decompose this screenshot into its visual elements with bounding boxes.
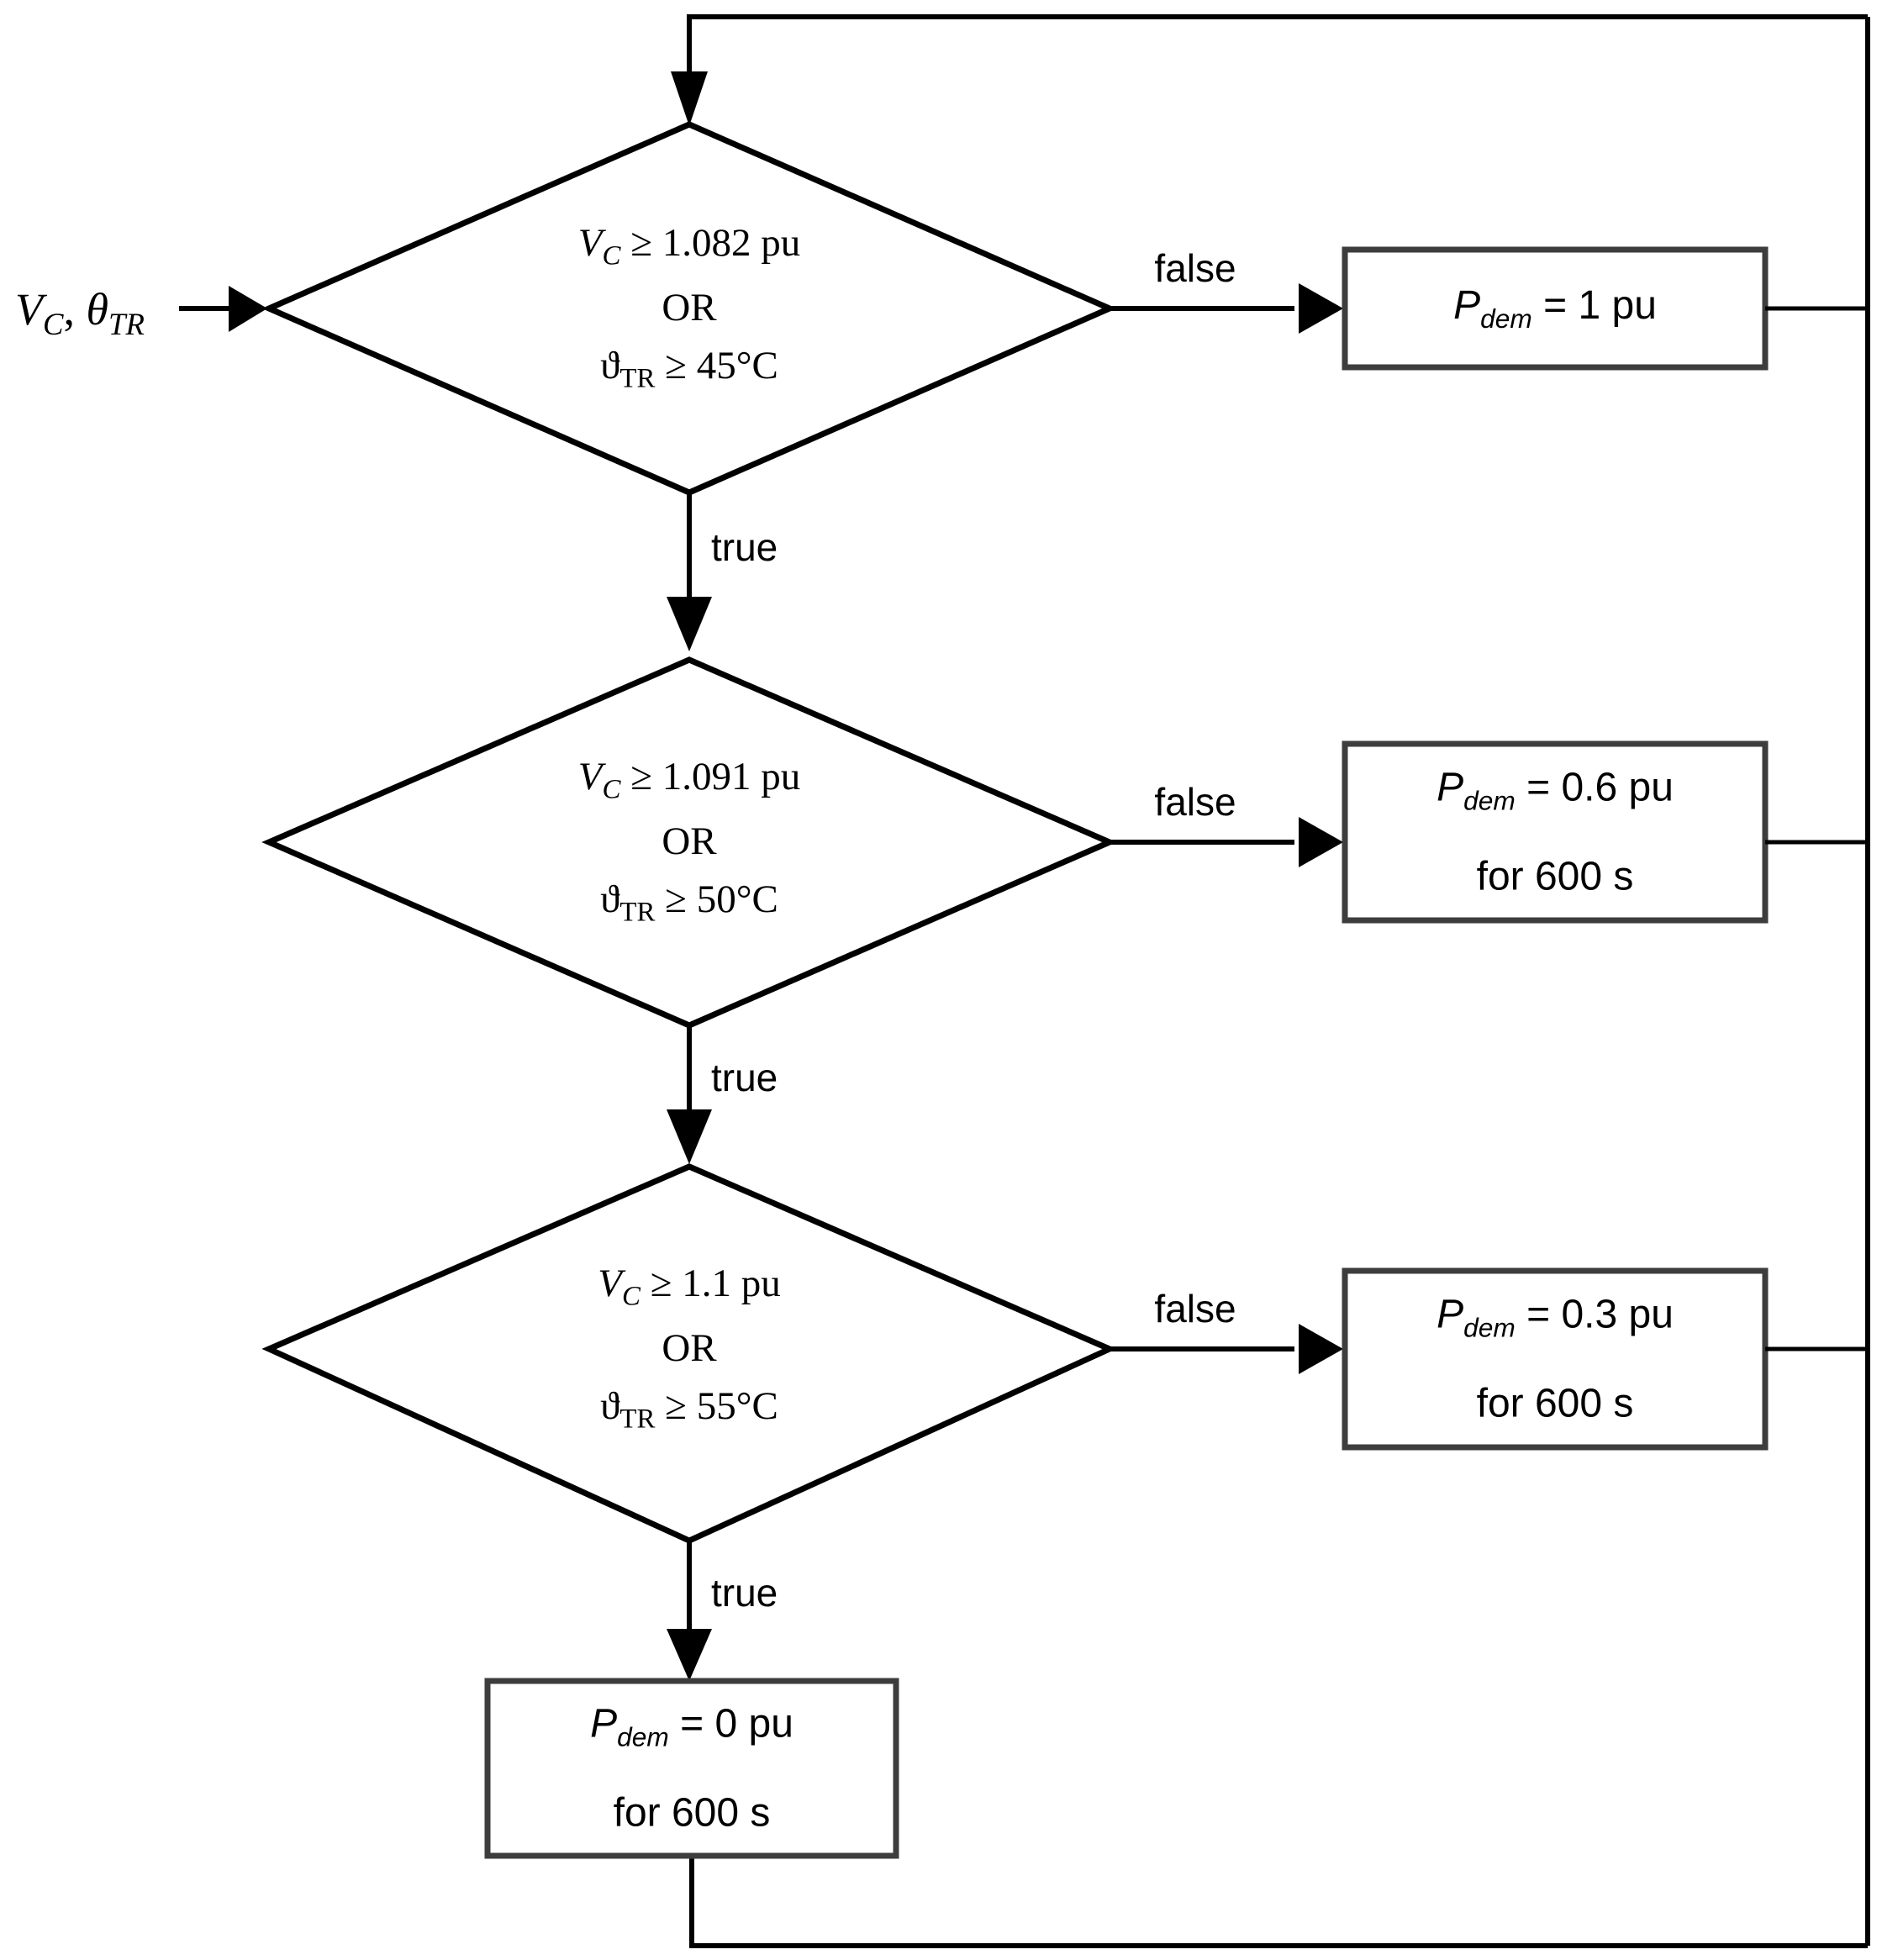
decision-1-theta: ϑ — [600, 344, 620, 388]
action-4-var-sub: dem — [617, 1721, 669, 1752]
decision-3-cond: ≥ 1.1 pu — [640, 1262, 781, 1306]
decision-2-cond: ≥ 1.091 pu — [620, 755, 801, 799]
decision-1-var: V — [577, 221, 603, 266]
action-4-var: P — [590, 1701, 618, 1747]
edge-label-true-3: true — [711, 1571, 778, 1615]
decision-1-line-1: VC ≥ 1.082 pu — [578, 224, 800, 270]
action-2-line-1: Pdem = 0.6 pu — [1437, 765, 1674, 817]
action-3-shape[interactable] — [1342, 1267, 1769, 1451]
action-4-line-1: Pdem = 0 pu — [590, 1701, 793, 1753]
action-4-line-2: for 600 s — [613, 1790, 771, 1836]
decision-3-var: V — [598, 1262, 622, 1306]
action-3-line-1: Pdem = 0.3 pu — [1437, 1292, 1674, 1344]
action-2-text: Pdem = 0.6 pu for 600 s — [1437, 765, 1674, 900]
input-label-theta-sub: TR — [108, 306, 145, 341]
action-4-value: = 0 pu — [668, 1701, 793, 1747]
feedback-top-rail — [687, 14, 1868, 80]
action-3-text: Pdem = 0.3 pu for 600 s — [1437, 1292, 1674, 1427]
edge-label-false-2: false — [1154, 780, 1236, 824]
action-3-var-sub: dem — [1463, 1312, 1516, 1343]
action-1-var-sub: dem — [1480, 303, 1532, 334]
arrowhead-true-3 — [667, 1629, 712, 1681]
decision-3-text: VC ≥ 1.1 pu OR ϑTR ≥ 55°C — [598, 1264, 780, 1434]
decision-3-line-2: OR — [662, 1326, 717, 1371]
arrowhead-false-1 — [1299, 283, 1343, 334]
decision-3-line-3: ϑTR ≥ 55°C — [598, 1384, 780, 1435]
action-2-line-2: for 600 s — [1476, 854, 1634, 899]
decision-2-var-sub: C — [602, 774, 621, 805]
input-label-sep: , — [63, 284, 87, 335]
feedback-bottom-rail — [689, 1856, 1868, 1948]
action-1-shape[interactable] — [1342, 246, 1769, 371]
input-label-v-sub: C — [43, 306, 64, 341]
action-2-var: P — [1437, 765, 1464, 810]
decision-2-temp: ≥ 50°C — [655, 877, 778, 922]
action-2-var-sub: dem — [1463, 785, 1516, 816]
action-2-value: = 0.6 pu — [1515, 765, 1674, 810]
decision-2-theta-sub: TR — [619, 897, 656, 928]
input-label-v: V — [15, 284, 43, 335]
arrowhead-into-decision-1 — [671, 71, 708, 126]
decision-1-theta-sub: TR — [619, 363, 656, 394]
action-1-text: Pdem = 1 pu — [1453, 282, 1657, 335]
action-1-line-1: Pdem = 1 pu — [1453, 282, 1657, 335]
input-label-theta: θ — [86, 284, 109, 335]
decision-3-theta: ϑ — [600, 1384, 620, 1429]
decision-2-line-1: VC ≥ 1.091 pu — [578, 757, 800, 803]
arrowhead-false-2 — [1299, 817, 1343, 867]
action-2-shape[interactable] — [1342, 740, 1769, 924]
decision-1-text: VC ≥ 1.082 pu OR ϑTR ≥ 45°C — [578, 224, 800, 393]
edge-label-true-1: true — [711, 525, 778, 569]
action-4-shape[interactable] — [484, 1678, 899, 1859]
edge-label-false-1: false — [1154, 246, 1236, 290]
arrowhead-true-2 — [667, 1109, 712, 1164]
action-3-var: P — [1437, 1292, 1464, 1337]
decision-2-line-2: OR — [662, 819, 717, 864]
decision-3-var-sub: C — [621, 1281, 641, 1312]
action-4-text: Pdem = 0 pu for 600 s — [590, 1701, 793, 1836]
action-1-var: P — [1453, 283, 1481, 329]
arrowhead-input — [229, 286, 267, 332]
decision-2-theta: ϑ — [600, 877, 620, 922]
action-3-value: = 0.3 pu — [1515, 1292, 1674, 1337]
decision-3-theta-sub: TR — [619, 1404, 656, 1435]
decision-2-text: VC ≥ 1.091 pu OR ϑTR ≥ 50°C — [578, 757, 800, 927]
edge-label-true-2: true — [711, 1056, 778, 1099]
action-3-line-2: for 600 s — [1476, 1381, 1634, 1426]
decision-1-line-2: OR — [662, 286, 717, 330]
decision-1-line-3: ϑTR ≥ 45°C — [578, 344, 800, 394]
edge-label-false-3: false — [1154, 1287, 1236, 1330]
decision-1-var-sub: C — [602, 240, 621, 271]
decision-2-var: V — [577, 755, 603, 799]
decision-1-cond: ≥ 1.082 pu — [620, 221, 801, 266]
decision-3-temp: ≥ 55°C — [655, 1384, 778, 1429]
decision-3-line-1: VC ≥ 1.1 pu — [598, 1264, 780, 1310]
decision-1-temp: ≥ 45°C — [655, 344, 778, 388]
action-1-value: = 1 pu — [1531, 283, 1657, 329]
decision-2-line-3: ϑTR ≥ 50°C — [578, 877, 800, 928]
arrowhead-true-1 — [667, 597, 712, 651]
arrowhead-false-3 — [1299, 1324, 1343, 1374]
input-label: VC, θTR — [15, 283, 145, 342]
